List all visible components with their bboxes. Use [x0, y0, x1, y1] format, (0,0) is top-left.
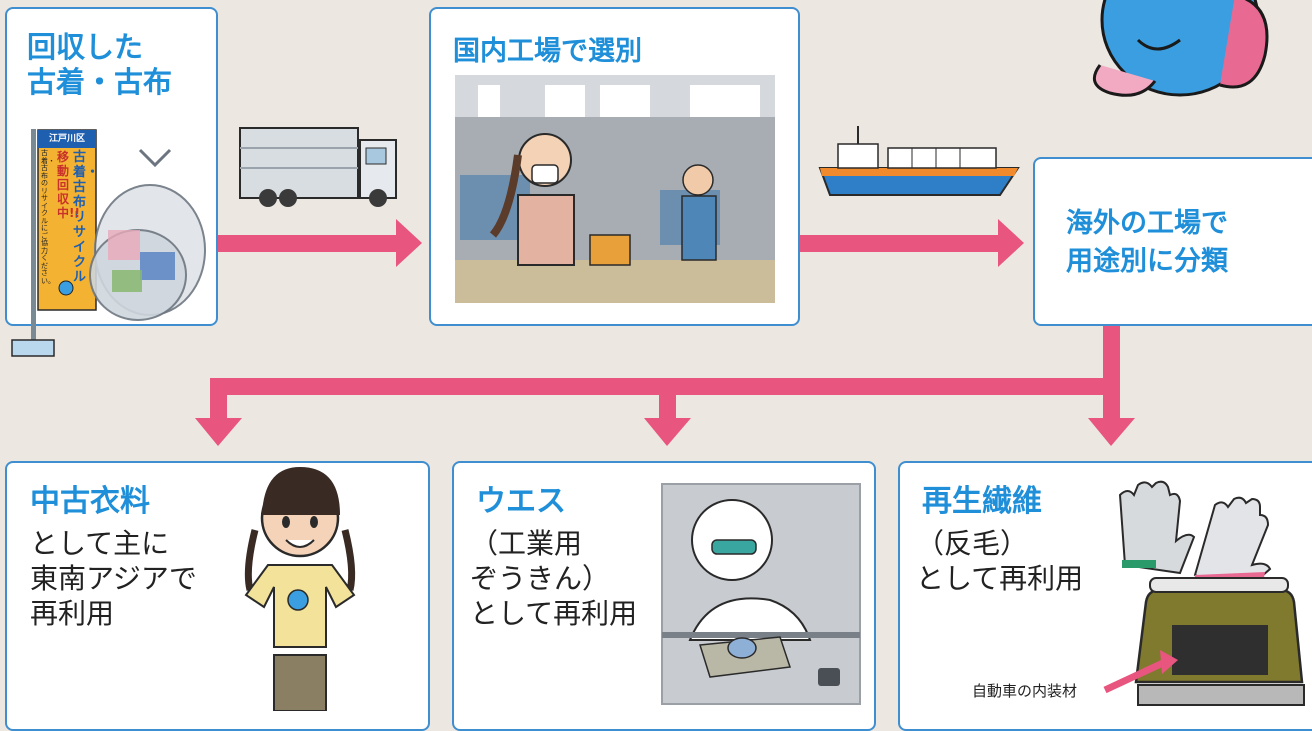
girl-illustration [244, 467, 356, 711]
step-overseas-sorting-card [1033, 157, 1312, 326]
collected-title-line1: 回収した [27, 30, 144, 64]
collection-banner-illustration [11, 129, 206, 357]
flow-arrows [195, 219, 1135, 446]
recycled-fiber-line: （反毛） [916, 527, 1029, 560]
car-interior-illustration [1103, 577, 1305, 706]
wipes-line: （工業用 [470, 527, 583, 560]
overseas-title-line2: 用途別に分類 [1066, 245, 1228, 277]
recycled-fiber-line: として再利用 [916, 562, 1084, 595]
gloves-illustration [1118, 480, 1272, 597]
banner-note: 古着・古布のリサイクルにご協力ください。 [41, 149, 55, 285]
flow-illustrations [11, 0, 1305, 711]
used-clothing-title: 中古衣料 [30, 484, 150, 519]
truck-illustration [239, 127, 397, 207]
used-clothing-line: 再利用 [30, 597, 115, 630]
banner-main: 古着・古布リサイクル [73, 150, 100, 285]
mascot-illustration [1092, 0, 1269, 97]
domestic-title: 国内工場で選別 [453, 36, 642, 67]
wipes-title: ウエス [476, 484, 566, 519]
used-clothing-line: として主に [30, 527, 170, 560]
banner-sub: 移動回収中!! [57, 150, 80, 220]
collected-title-line2: 古着・古布 [27, 65, 173, 100]
wipes-description: （工業用 ぞうきん） として再利用 [470, 526, 637, 631]
overseas-title: 海外の工場で 用途別に分類 [1066, 205, 1228, 281]
used-clothing-line: 東南アジアで [30, 562, 197, 595]
car-interior-caption: 自動車の内装材 [972, 682, 1078, 700]
outcome-used-clothing-card [5, 461, 430, 731]
wipes-line: ぞうきん） [470, 562, 611, 595]
banner-ward: 江戸川区 [48, 134, 85, 144]
cargo-ship-illustration [818, 126, 1020, 196]
recycled-fiber-description: （反毛） として再利用 [916, 526, 1083, 596]
collected-title: 回収した 古着・古布 [27, 30, 172, 101]
used-clothing-description: として主に 東南アジアで 再利用 [30, 526, 197, 631]
factory-workers-illustration [455, 75, 775, 303]
wipes-worker-illustration [661, 483, 861, 705]
recycled-fiber-title: 再生繊維 [922, 484, 1042, 519]
wipes-line: として再利用 [470, 597, 638, 630]
overseas-title-line1: 海外の工場で [1066, 208, 1228, 239]
